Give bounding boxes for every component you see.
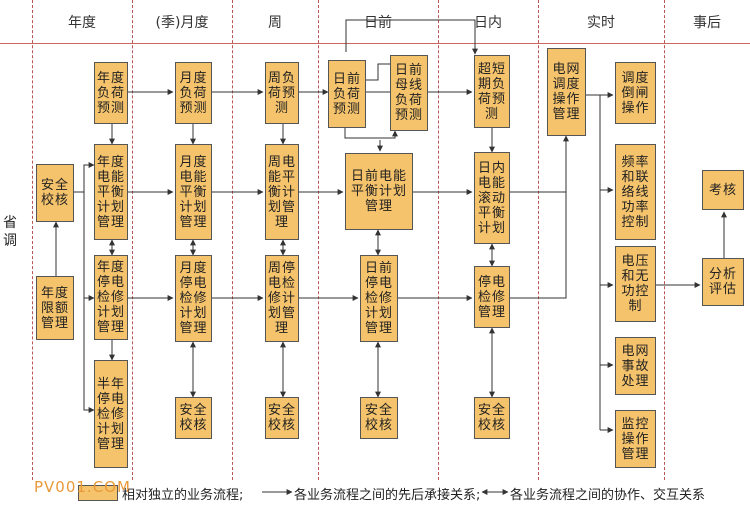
column-separator	[132, 0, 133, 480]
box-annual-energy-balance: 年度电能平衡计划管理	[94, 144, 128, 240]
box-weekly-safety-check: 安全校核	[265, 397, 299, 439]
header-quarter-month: (季)月度	[155, 15, 209, 31]
box-halfyear-outage-plan: 半年停电检修计划管理	[94, 360, 128, 468]
legend: 相对独立的业务流程; 各业务流程之间的先后承接关系; 各业务流程之间的协作、交互…	[0, 482, 750, 506]
box-voltage-reactive-control: 电压和无功控制	[615, 246, 656, 322]
box-dayahead-energy-balance: 日前电能平衡计划管理	[345, 153, 413, 230]
box-annual-limit: 年度限额管理	[36, 276, 74, 340]
box-monthly-load-forecast: 月度负荷预测	[175, 62, 212, 124]
box-analysis-evaluation: 分析评估	[702, 258, 744, 306]
side-label-provincial-dispatch: 省调	[3, 215, 17, 249]
column-separator	[318, 0, 319, 480]
box-ultrashort-load-forecast: 超短期负荷预测	[474, 55, 510, 128]
box-dayahead-outage-plan: 日前停电检修计划管理	[360, 255, 398, 342]
box-intraday-safety-check: 安全校核	[474, 397, 510, 439]
box-dayahead-load-forecast: 日前负荷预测	[328, 60, 366, 128]
box-safety-check-main: 安全校核	[36, 164, 74, 222]
box-freq-tieline-control: 频率和联络线功率控制	[615, 144, 656, 240]
box-monthly-outage-plan: 月度停电检修计划管理	[175, 255, 212, 342]
legend-independent: 相对独立的业务流程;	[122, 488, 244, 503]
box-monthly-energy-balance: 月度电能平衡计划管理	[175, 144, 212, 240]
legend-interaction: 各业务流程之间的协作、交互关系	[510, 488, 706, 503]
header-realtime: 实时	[587, 15, 615, 31]
header-day-ahead: 日前	[364, 15, 392, 31]
box-monitoring-ops: 监控操作管理	[615, 410, 656, 468]
box-assessment: 考核	[702, 170, 744, 210]
column-separator	[664, 0, 665, 480]
legend-swatch	[78, 485, 118, 501]
header-post: 事后	[693, 15, 721, 31]
box-weekly-energy-balance: 周电能平衡计划管理	[265, 144, 299, 240]
header-year: 年度	[68, 15, 96, 31]
box-weekly-outage-plan: 周停电检修计划管理	[265, 255, 299, 342]
box-monthly-safety-check: 安全校核	[175, 397, 212, 439]
box-intraday-outage-mgmt: 停电检修管理	[474, 266, 510, 328]
box-intraday-rolling-plan: 日内电能滚动平衡计划	[474, 152, 510, 244]
header-week: 周	[268, 15, 282, 31]
box-weekly-load-forecast: 周负荷预测	[265, 62, 299, 124]
box-grid-dispatch-ops: 电网调度操作管理	[547, 48, 586, 136]
column-separator	[232, 0, 233, 480]
box-dayahead-safety-check: 安全校核	[360, 397, 398, 439]
box-annual-load-forecast: 年度负荷预测	[94, 62, 128, 124]
box-annual-outage-plan: 年度停电检修计划管理	[94, 255, 128, 340]
header-intraday: 日内	[474, 15, 502, 31]
box-dayahead-bus-load-forecast: 日前母线负荷预测	[390, 55, 428, 131]
legend-sequence: 各业务流程之间的先后承接关系;	[294, 488, 481, 503]
header-divider	[0, 43, 750, 44]
box-grid-fault-handling: 电网事故处理	[615, 337, 656, 395]
box-switching-ops: 调度倒闸操作	[615, 62, 656, 124]
column-separator	[32, 0, 33, 480]
watermark: PV001.COM	[34, 478, 131, 496]
column-separator	[438, 0, 439, 480]
column-separator	[538, 0, 539, 480]
